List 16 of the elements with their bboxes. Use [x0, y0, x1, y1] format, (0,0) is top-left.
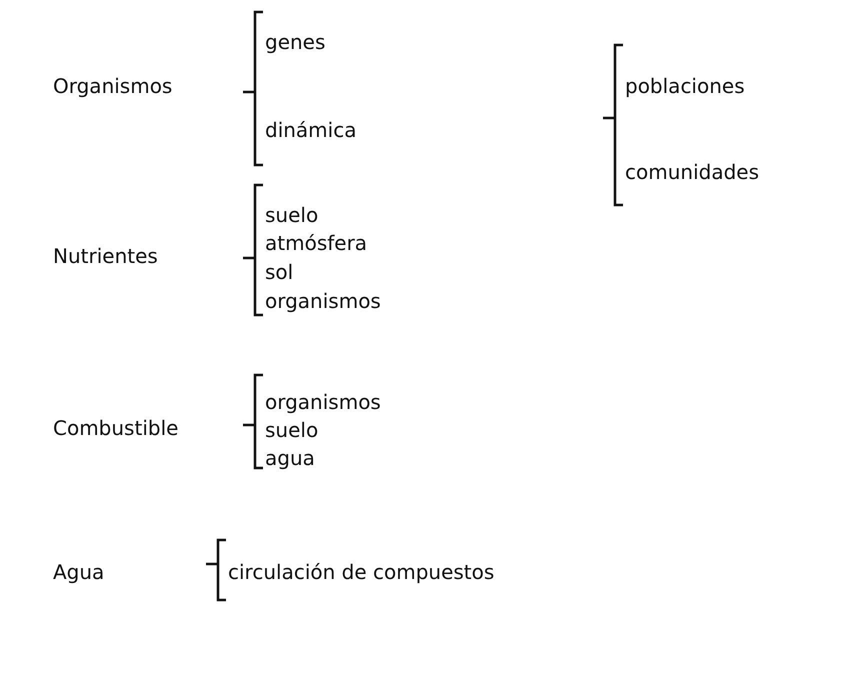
item-label: organismos — [265, 289, 381, 313]
item-label: atmósfera — [265, 231, 368, 255]
item-label: circulación de compuestos — [228, 560, 494, 584]
item-label: genes — [265, 30, 326, 54]
item-label: organismos — [265, 390, 381, 414]
item-label: agua — [265, 446, 315, 470]
category-label: Organismos — [53, 74, 172, 98]
item-label: suelo — [265, 418, 318, 442]
category-label: Combustible — [53, 416, 178, 440]
item-label: dinámica — [265, 118, 356, 142]
category-label: Agua — [53, 560, 104, 584]
item-label: sol — [265, 260, 294, 284]
item-label: suelo — [265, 203, 318, 227]
item-label: poblaciones — [625, 74, 745, 98]
category-label: Nutrientes — [53, 244, 158, 268]
item-label: comunidades — [625, 160, 759, 184]
